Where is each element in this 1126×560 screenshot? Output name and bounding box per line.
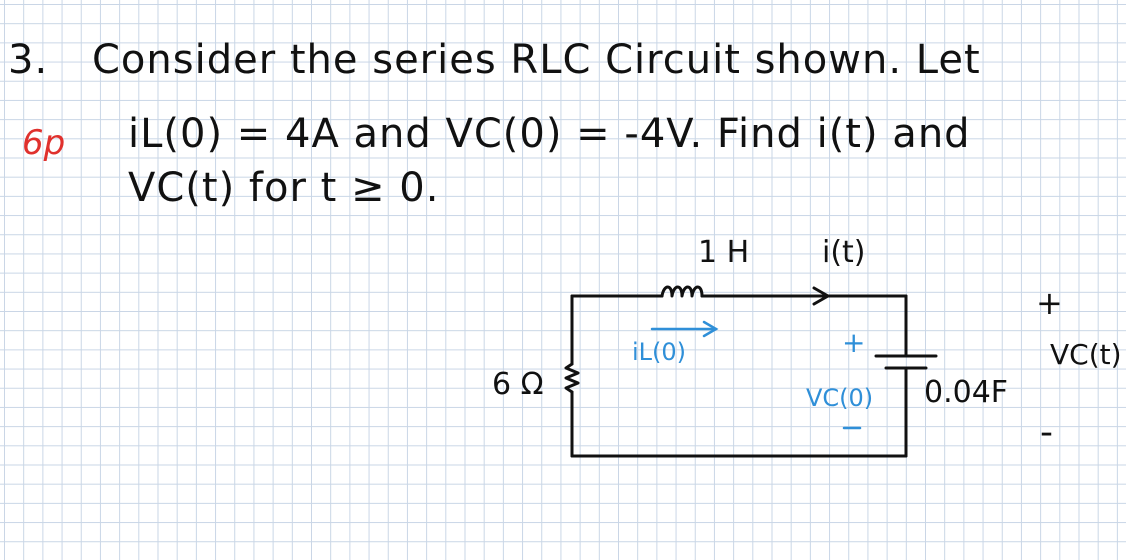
initial-current-arrow-head	[702, 320, 719, 338]
problem-line-2: iL(0) = 4A and VC(0) = -4V. Find i(t) an…	[128, 111, 971, 157]
grade-mark: 6p	[22, 123, 66, 163]
current-arrow-head	[812, 286, 830, 306]
inductor-coil	[660, 285, 704, 298]
problem-line-3: VC(t) for t ≥ 0.	[128, 165, 440, 211]
capacitor-label: 0.04F	[924, 375, 1008, 410]
cap-initial-voltage-label: VC(0)	[806, 384, 873, 412]
inductor-label: 1 H	[698, 235, 749, 270]
cap-initial-plus: +	[842, 326, 865, 359]
resistor-zigzag	[564, 362, 580, 394]
output-plus: +	[1036, 284, 1063, 322]
problem-line-1: Consider the series RLC Circuit shown. L…	[92, 37, 981, 83]
output-voltage-label: VC(t)	[1050, 338, 1122, 371]
problem-number: 3.	[8, 37, 49, 83]
current-label: i(t)	[822, 235, 866, 270]
resistor-label: 6 Ω	[492, 367, 544, 402]
initial-current-label: iL(0)	[632, 338, 686, 366]
output-minus: -	[1040, 412, 1053, 453]
